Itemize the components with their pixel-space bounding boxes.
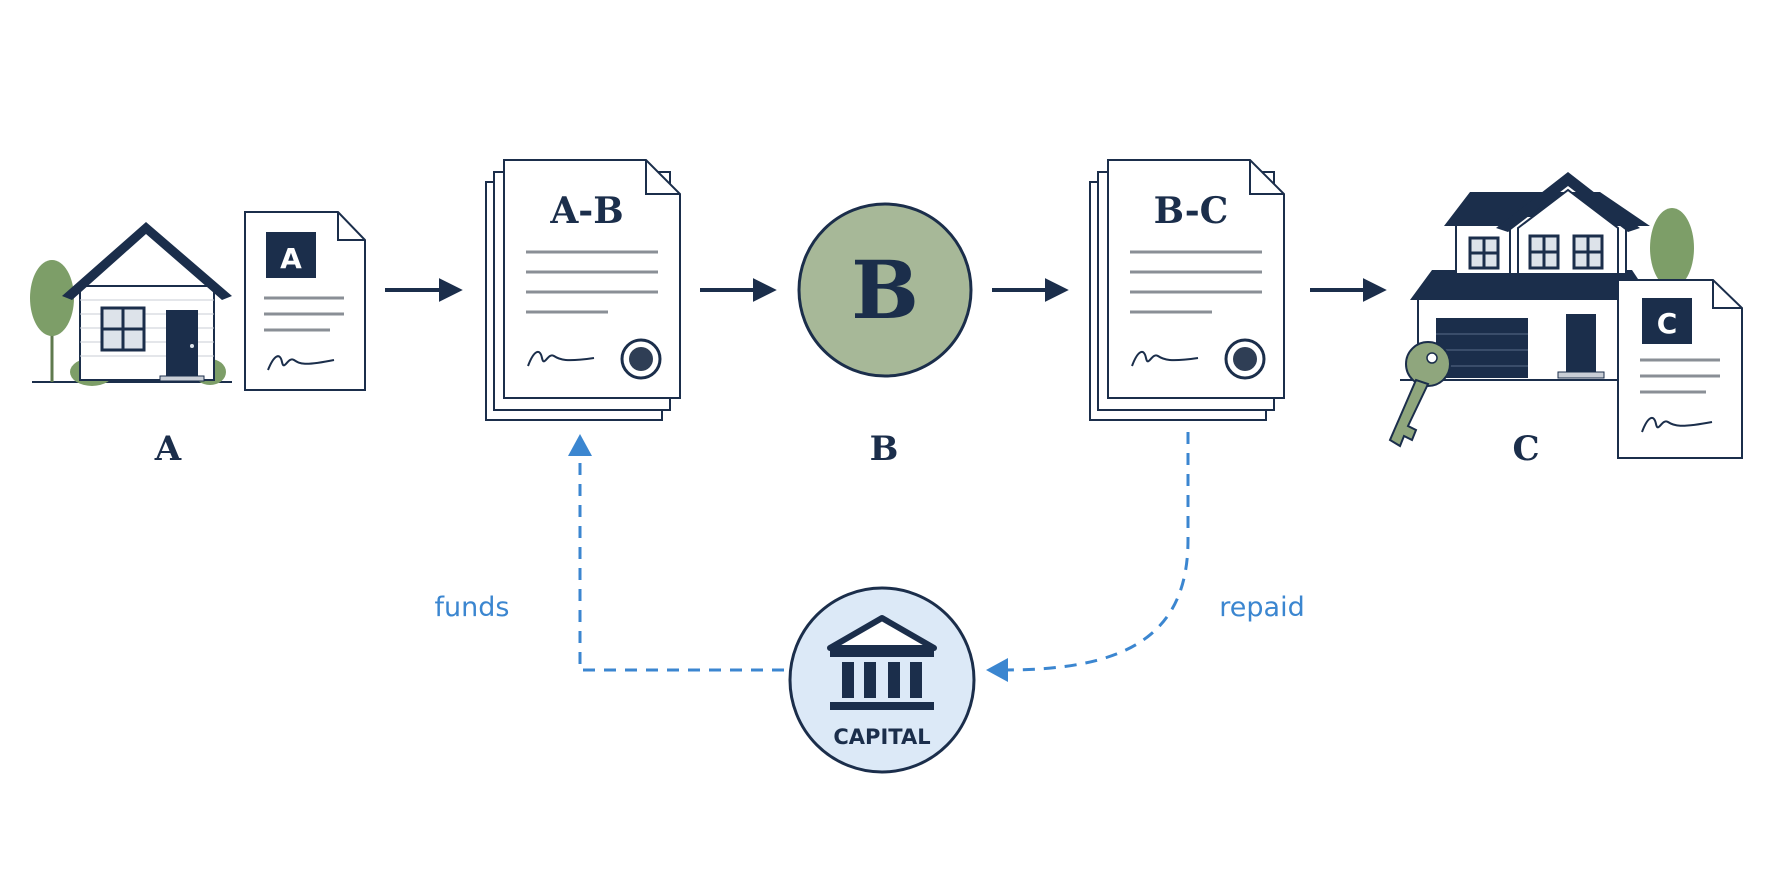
contract-ab-document-stack-icon: A-B: [485, 159, 681, 421]
repaid-flow-line: [1003, 432, 1190, 672]
funds-label: funds: [435, 592, 510, 623]
deed-c-document-icon: C: [1617, 279, 1743, 459]
deed-a-badge: A: [280, 242, 302, 275]
party-b-circle: B: [797, 202, 973, 378]
deed-c-badge: C: [1657, 307, 1678, 340]
capital-label: CAPITAL: [833, 725, 930, 749]
house-c-icon: [1400, 172, 1694, 381]
node-a-label: A: [154, 429, 182, 469]
contract-ab-title: A-B: [549, 190, 623, 232]
repaid-label: repaid: [1219, 592, 1304, 623]
deed-a-document-icon: A: [244, 211, 366, 391]
node-c-label: C: [1512, 429, 1539, 469]
party-b-letter: B: [851, 243, 919, 337]
funds-arrowhead: [568, 434, 592, 456]
bank-building-icon: [827, 615, 937, 710]
key-icon: [1388, 341, 1451, 448]
capital-bank-circle: CAPITAL: [788, 586, 976, 774]
repaid-arrowhead: [986, 658, 1008, 682]
house-a-icon: [30, 222, 232, 386]
contract-bc-document-stack-icon: B-C: [1089, 159, 1285, 421]
node-b-label: B: [870, 429, 899, 469]
contract-bc-title: B-C: [1154, 190, 1229, 232]
funds-flow-line: [578, 452, 784, 672]
